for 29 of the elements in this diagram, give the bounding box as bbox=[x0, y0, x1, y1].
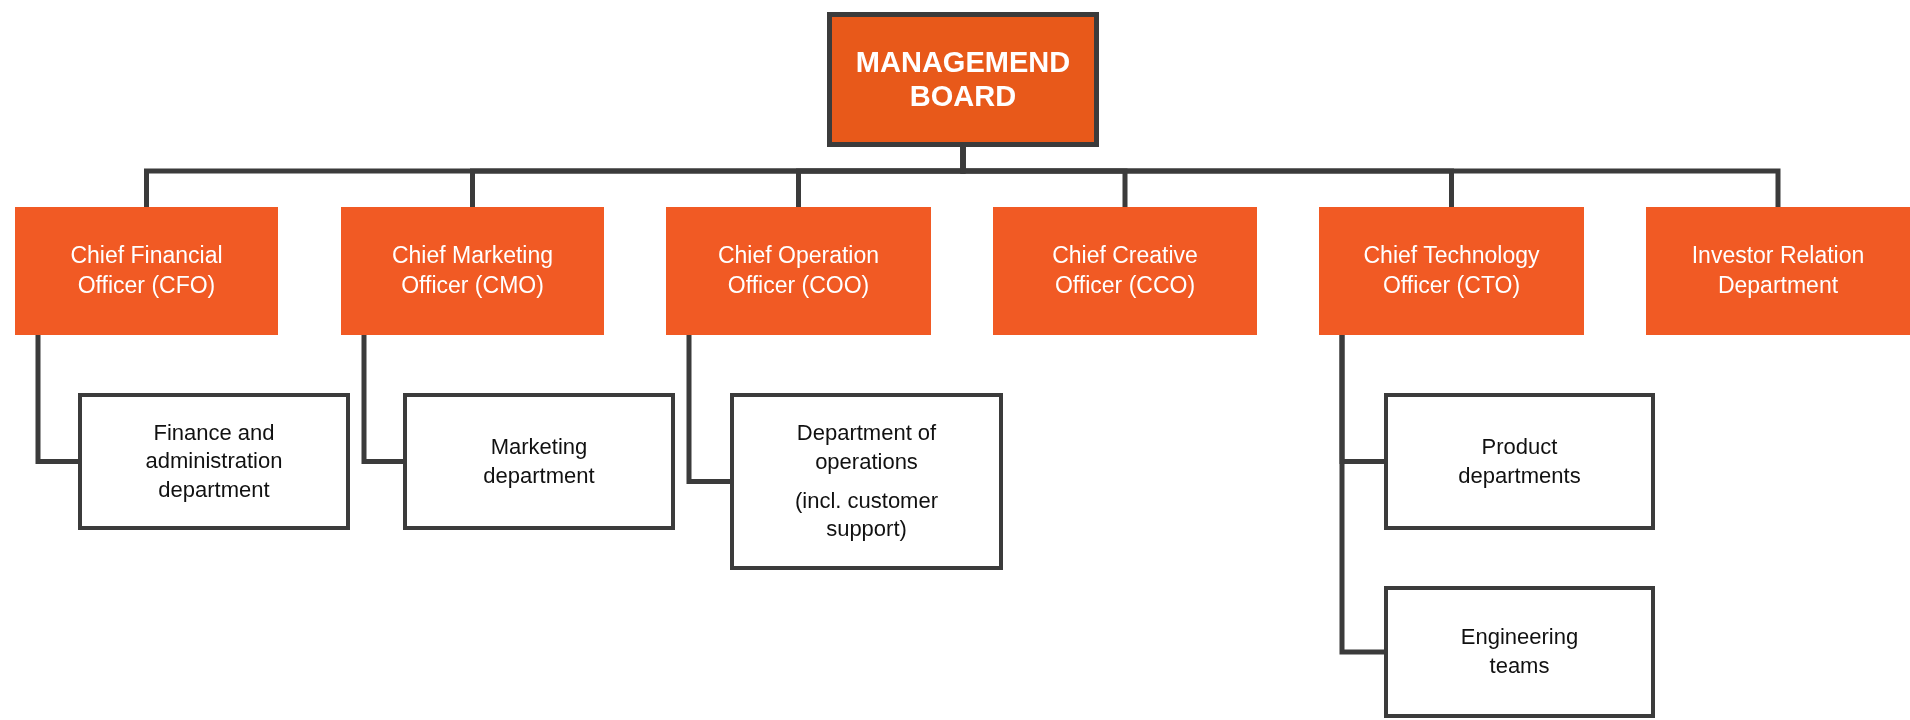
department-box bbox=[403, 393, 675, 530]
officer-box bbox=[15, 207, 278, 335]
board-box bbox=[827, 12, 1099, 147]
officer-title: Chief Marketing Officer (CMO) bbox=[390, 241, 555, 300]
connector-line bbox=[1339, 335, 1384, 655]
officer-box bbox=[341, 207, 604, 335]
department-box bbox=[78, 393, 350, 530]
officer-title: Chief Operation Officer (COO) bbox=[716, 241, 881, 300]
connector-line bbox=[361, 335, 403, 464]
officer-title: Investor Relation Department bbox=[1690, 241, 1866, 300]
department-box bbox=[1384, 393, 1655, 530]
officer-box bbox=[993, 207, 1257, 335]
officer-box bbox=[1319, 207, 1584, 335]
officer-box bbox=[1646, 207, 1910, 335]
department-name: Department of operations bbox=[795, 419, 938, 476]
department-name: Product departments bbox=[1457, 432, 1582, 490]
department-name: (incl. customer support) bbox=[793, 486, 939, 544]
officer-title: Chief Creative Officer (CCO) bbox=[1051, 241, 1199, 300]
connector-line bbox=[686, 335, 730, 484]
department-name: Finance and administration department bbox=[144, 418, 284, 504]
department-name: Engineering teams bbox=[1459, 623, 1580, 680]
board-title: MANAGEMEND BOARD bbox=[854, 46, 1072, 113]
officer-title: Chief Financial Officer (CFO) bbox=[69, 241, 224, 300]
officer-box bbox=[666, 207, 931, 335]
officer-title: Chief Technology Officer (CTO) bbox=[1362, 241, 1541, 300]
connector-line bbox=[35, 335, 78, 464]
department-box bbox=[1384, 586, 1655, 718]
department-name: Marketing department bbox=[482, 432, 596, 490]
department-box bbox=[730, 393, 1003, 570]
